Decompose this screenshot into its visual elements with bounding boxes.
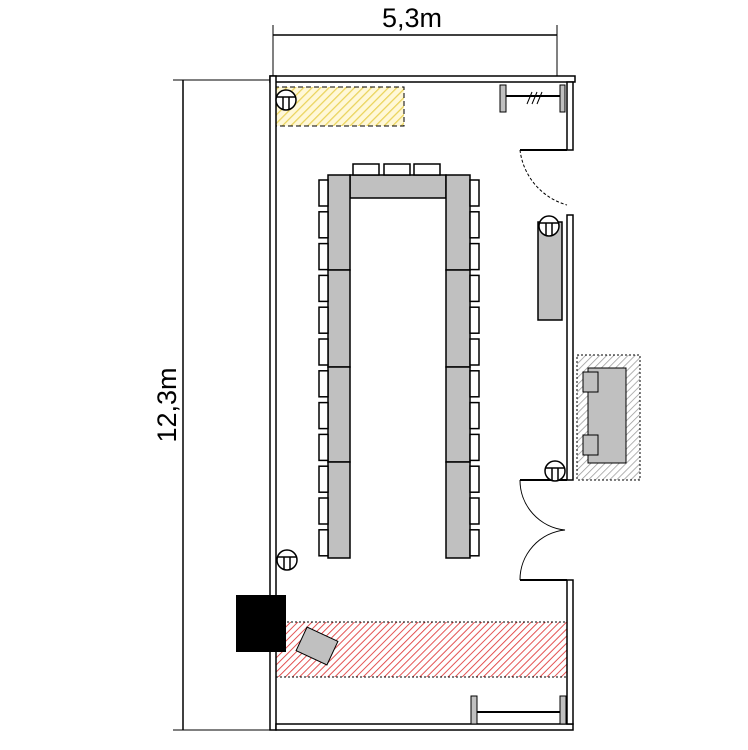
speaker-cabinet (236, 595, 286, 652)
height-dimension: 12,3m (152, 79, 270, 731)
table-top (349, 174, 447, 199)
table-segment (327, 366, 351, 463)
chair (469, 338, 480, 366)
height-label: 12,3m (152, 367, 182, 442)
chair (318, 465, 329, 493)
table-segment (445, 269, 471, 368)
walls (269, 75, 576, 731)
chair (469, 211, 480, 239)
table-segment (327, 461, 351, 559)
chair (318, 529, 329, 557)
table-segment (445, 366, 471, 463)
width-dimension: 5,3m (272, 3, 558, 76)
chair (469, 306, 480, 334)
chair (318, 401, 329, 430)
chair (318, 338, 329, 366)
chair (318, 497, 329, 525)
table-segment (445, 461, 471, 559)
outside-chair (582, 371, 599, 393)
chair (318, 274, 329, 303)
chair (318, 370, 329, 398)
chair (383, 163, 411, 176)
chair (469, 497, 480, 525)
chair (469, 401, 480, 430)
chair (318, 179, 329, 207)
coat-rack-icon (499, 84, 566, 113)
chair (469, 465, 480, 493)
chair (318, 306, 329, 334)
chair (318, 433, 329, 462)
chair (469, 370, 480, 398)
lamp-icon (276, 549, 298, 571)
chair (413, 163, 441, 176)
table-segment (327, 174, 351, 271)
table-segment (327, 269, 351, 368)
side-table (537, 221, 563, 321)
lamp-icon (538, 215, 560, 237)
lamp-icon (275, 89, 297, 111)
door-swing-icon[interactable] (519, 149, 568, 206)
chair (469, 433, 480, 462)
chair (469, 242, 480, 271)
coat-rack-icon (470, 695, 567, 725)
u-shaped-table (327, 174, 471, 559)
lamp-icon (544, 460, 566, 482)
width-label: 5,3m (382, 3, 442, 33)
projector-icon (295, 626, 339, 666)
chair (352, 163, 380, 176)
outside-chair (582, 434, 599, 456)
table-segment (445, 174, 471, 271)
double-door-swing-icon[interactable] (519, 479, 566, 581)
chair (469, 179, 480, 207)
chairs (318, 163, 480, 557)
chair (318, 211, 329, 239)
chair (469, 274, 480, 303)
stage-zone (273, 86, 405, 127)
chair (469, 529, 480, 557)
chair (318, 242, 329, 271)
